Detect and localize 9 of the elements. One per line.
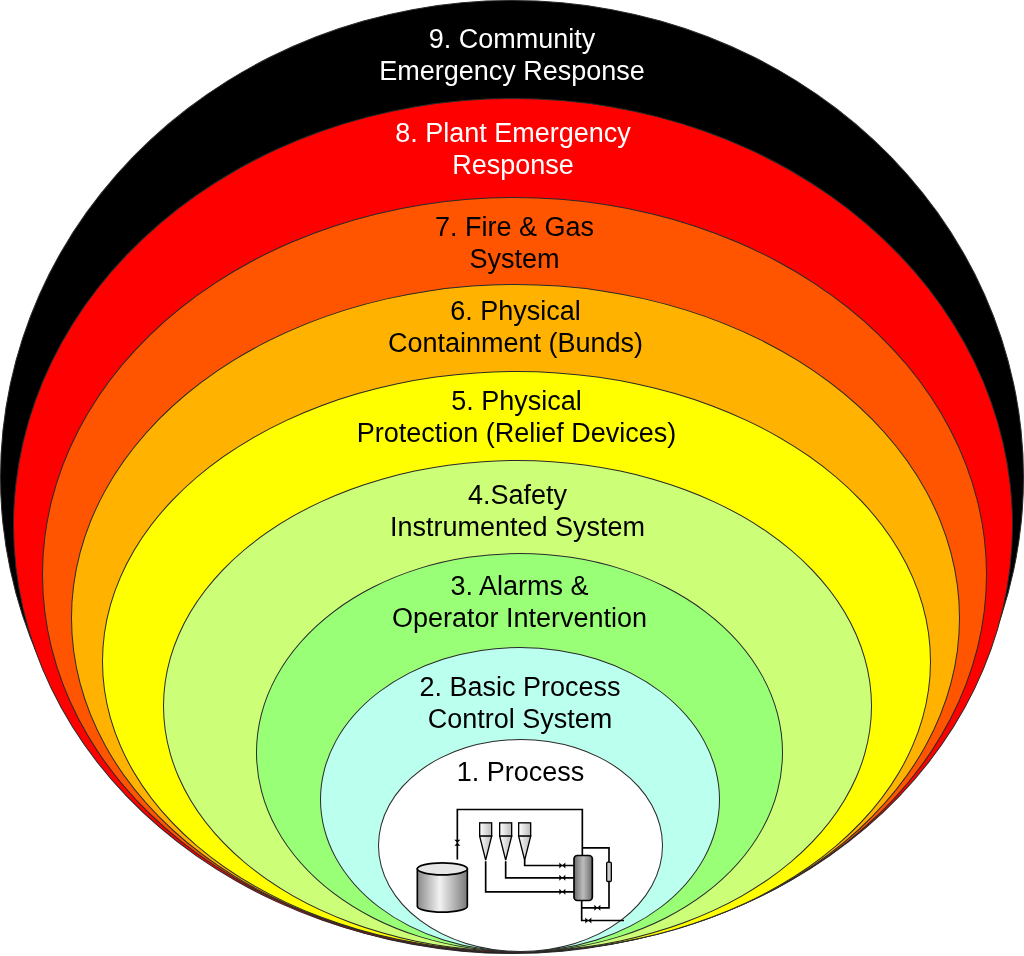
layer-label: 8. Plant Emergency Response (395, 117, 631, 181)
layer-label: 3. Alarms & Operator Intervention (391, 570, 648, 634)
layer-label: 1. Process (456, 756, 585, 788)
layer-label: 6. Physical Containment (Bunds) (387, 295, 644, 359)
layer-label: 7. Fire & Gas System (435, 211, 594, 275)
layer-label: 5. Physical Protection (Relief Devices) (356, 385, 677, 449)
layer-label: 2. Basic Process Control System (419, 671, 621, 735)
layer-label: 9. Community Emergency Response (379, 23, 645, 87)
layer-label: 4.Safety Instrumented System (389, 479, 646, 543)
